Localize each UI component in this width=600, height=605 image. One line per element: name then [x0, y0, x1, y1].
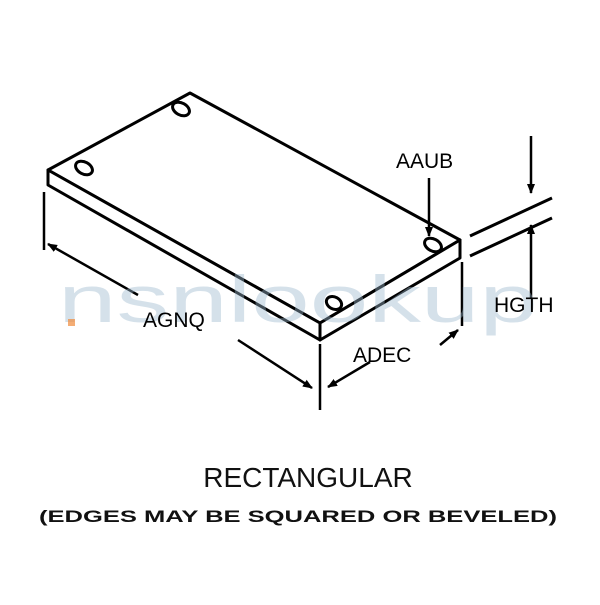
hole-label: AAUB: [396, 150, 453, 173]
mounting-hole-icon: [423, 236, 443, 254]
shape-title: RECTANGULAR: [203, 462, 413, 493]
mounting-hole-icon: [324, 295, 344, 311]
height-label: HGTH: [494, 294, 554, 317]
length-label: AGNQ: [143, 309, 205, 332]
shape-subtitle: (EDGES MAY BE SQUARED OR BEVELED): [39, 507, 557, 526]
mounting-holes: [74, 100, 443, 311]
length-dimension: [42, 192, 322, 410]
plate: [46, 91, 462, 342]
watermark-dot: [68, 319, 75, 326]
width-label: ADEC: [353, 344, 411, 367]
watermark-text: nsnlookup: [58, 262, 538, 336]
mounting-hole-icon: [74, 159, 94, 177]
plate-side-edge: [318, 238, 462, 342]
mounting-hole-icon: [171, 100, 191, 118]
width-dimension: [327, 262, 464, 389]
watermark: nsnlookup: [58, 262, 538, 336]
height-detail: [469, 136, 553, 298]
